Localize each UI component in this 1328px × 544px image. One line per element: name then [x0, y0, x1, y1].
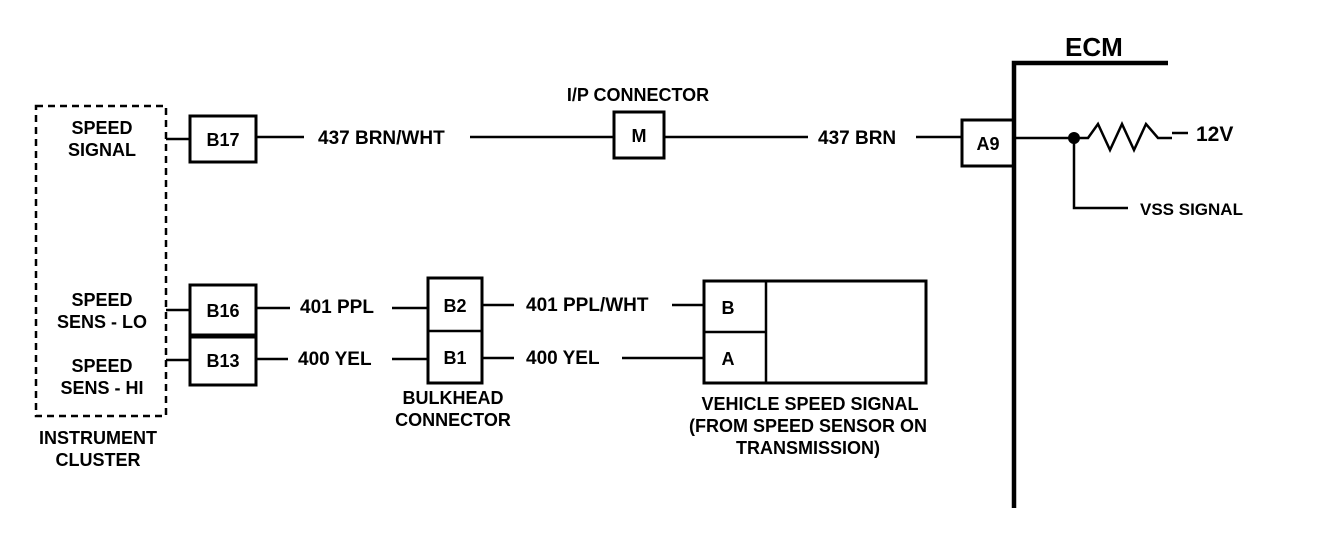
pin-b17-label: B17: [206, 130, 239, 150]
speed-sens-lo-label-2: SENS - LO: [57, 312, 147, 332]
speed-sens-lo-label-1: SPEED: [71, 290, 132, 310]
bulkhead-label-2: CONNECTOR: [395, 410, 511, 430]
pullup-resistor: [1076, 121, 1172, 153]
vss-signal-wire: [1072, 138, 1128, 210]
pin-a9: A9: [960, 118, 1016, 168]
pin-b2-label: B2: [443, 296, 466, 316]
ip-connector-label: I/P CONNECTOR: [567, 85, 709, 105]
vss-signal-label: VSS SIGNAL: [1140, 200, 1243, 219]
pin-b13-label: B13: [206, 351, 239, 371]
pin-b-label: B: [722, 298, 735, 318]
wire-437-brn-label: 437 BRN: [818, 128, 896, 149]
bulkhead-label-1: BULKHEAD: [403, 388, 504, 408]
speed-sens-hi-label-1: SPEED: [71, 356, 132, 376]
instrument-cluster-outline: [34, 104, 168, 418]
pin-b16: B16: [188, 283, 258, 337]
bulkhead-connector: B2 B1: [426, 276, 484, 385]
pin-b17: B17: [188, 114, 258, 164]
speed-sens-hi-label-2: SENS - HI: [60, 378, 143, 398]
vehicle-speed-sensor: B A: [702, 279, 928, 385]
pin-b13: B13: [188, 335, 258, 387]
wire-400-yel-left-label: 400 YEL: [298, 349, 372, 370]
instrument-cluster-label-1: INSTRUMENT: [39, 428, 157, 448]
vss-caption-3: TRANSMISSION): [736, 438, 880, 458]
wire-401-ppl-label: 401 PPL: [300, 297, 374, 318]
instrument-cluster-label-2: CLUSTER: [56, 450, 141, 470]
ecm-label: ECM: [1065, 32, 1123, 62]
wire-401-ppl-wht-label: 401 PPL/WHT: [526, 295, 649, 316]
speed-signal-label-1: SPEED: [71, 118, 132, 138]
ecm-boundary: [1011, 60, 1168, 508]
wire-437-brn-wht-label: 437 BRN/WHT: [318, 128, 445, 149]
pin-m-label: M: [632, 126, 647, 146]
pin-a9-label: A9: [976, 134, 999, 154]
vss-caption-1: VEHICLE SPEED SIGNAL: [701, 394, 918, 414]
wire-400-yel-right-label: 400 YEL: [526, 348, 600, 369]
pin-a-label: A: [722, 349, 735, 369]
pin-b16-label: B16: [206, 301, 239, 321]
pin-m: M: [612, 110, 666, 160]
vss-caption-2: (FROM SPEED SENSOR ON: [689, 416, 927, 436]
voltage-label: 12V: [1196, 123, 1233, 146]
pin-b1-label: B1: [443, 348, 466, 368]
speed-signal-label-2: SIGNAL: [68, 140, 136, 160]
